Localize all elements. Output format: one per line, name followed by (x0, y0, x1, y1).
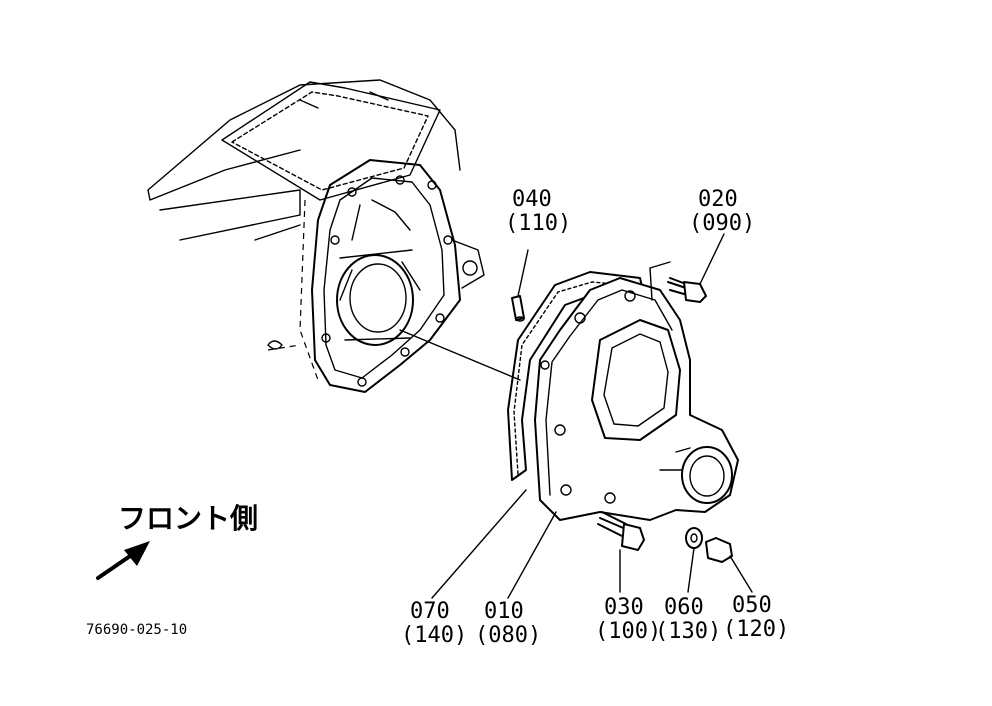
bolt-lower (597, 511, 645, 593)
front-side-label: フロント側 (118, 502, 258, 535)
front-direction-arrow-icon (96, 541, 150, 580)
callout-020-alt: (090) (689, 211, 755, 236)
callout-040-alt: (110) (505, 211, 571, 236)
cover-housing (534, 261, 739, 521)
callout-030-alt: (100) (595, 619, 661, 644)
callout-050-code: 050 (732, 593, 772, 618)
alignment-line (399, 329, 521, 381)
callout-050-alt: (120) (723, 617, 789, 642)
leader-010 (507, 511, 557, 599)
callout-010-alt: (080) (475, 623, 541, 648)
leader-070 (431, 489, 527, 599)
callout-070-alt: (140) (401, 623, 467, 648)
transmission-case (147, 79, 485, 393)
callout-030-code: 030 (604, 595, 644, 620)
callout-060-alt: (130) (655, 619, 721, 644)
callout-020-code: 020 (698, 187, 738, 212)
drawing-number: 76690-025-10 (86, 622, 187, 638)
callout-060-code: 060 (664, 595, 704, 620)
plug (705, 537, 753, 593)
washer (685, 527, 703, 593)
callout-040-code: 040 (512, 187, 552, 212)
callout-010-code: 010 (484, 599, 524, 624)
bolt-upper (667, 233, 725, 303)
callout-070-code: 070 (410, 599, 450, 624)
dowel-pin (511, 249, 529, 322)
